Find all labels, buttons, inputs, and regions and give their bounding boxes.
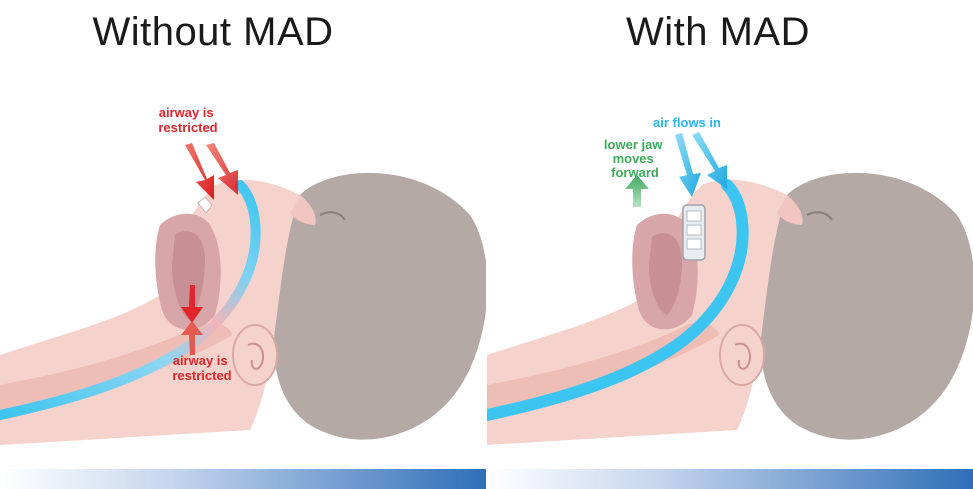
svg-text:lower jaw moves: lower jaw moves forward bbox=[604, 137, 666, 180]
label-jaw-line1: lower jaw bbox=[604, 137, 663, 152]
label-bottom-line1: airway is bbox=[173, 353, 228, 368]
label-jaw-line2: moves bbox=[613, 151, 654, 166]
bed bbox=[487, 469, 973, 489]
ear bbox=[720, 325, 764, 385]
label-airflow: air flows in bbox=[653, 115, 721, 130]
svg-text:airway is restricted: airway is restricted bbox=[172, 353, 231, 383]
label-top-line2: restricted bbox=[158, 120, 217, 135]
label-jaw-line3: forward bbox=[611, 165, 659, 180]
panel-title-without-mad: Without MAD bbox=[0, 10, 456, 55]
restricted-arrow-top-1 bbox=[185, 143, 214, 200]
ear bbox=[233, 325, 277, 385]
label-top-line1: airway is bbox=[159, 105, 214, 120]
bed bbox=[0, 469, 486, 489]
label-bottom-line2: restricted bbox=[172, 368, 231, 383]
svg-text:air flows in: air flows in bbox=[653, 115, 721, 130]
illustration-with-mad: air flows in lower jaw moves forward bbox=[487, 85, 973, 489]
panel-title-with-mad: With MAD bbox=[475, 10, 961, 55]
panel-without-mad: Without MAD bbox=[0, 0, 486, 489]
svg-text:airway is restricted: airway is restricted bbox=[158, 105, 217, 135]
illustration-without-mad: airway is restricted airway is restricte… bbox=[0, 85, 486, 489]
mad-device-icon bbox=[683, 205, 705, 260]
panel-with-mad: With MAD bbox=[487, 0, 973, 489]
